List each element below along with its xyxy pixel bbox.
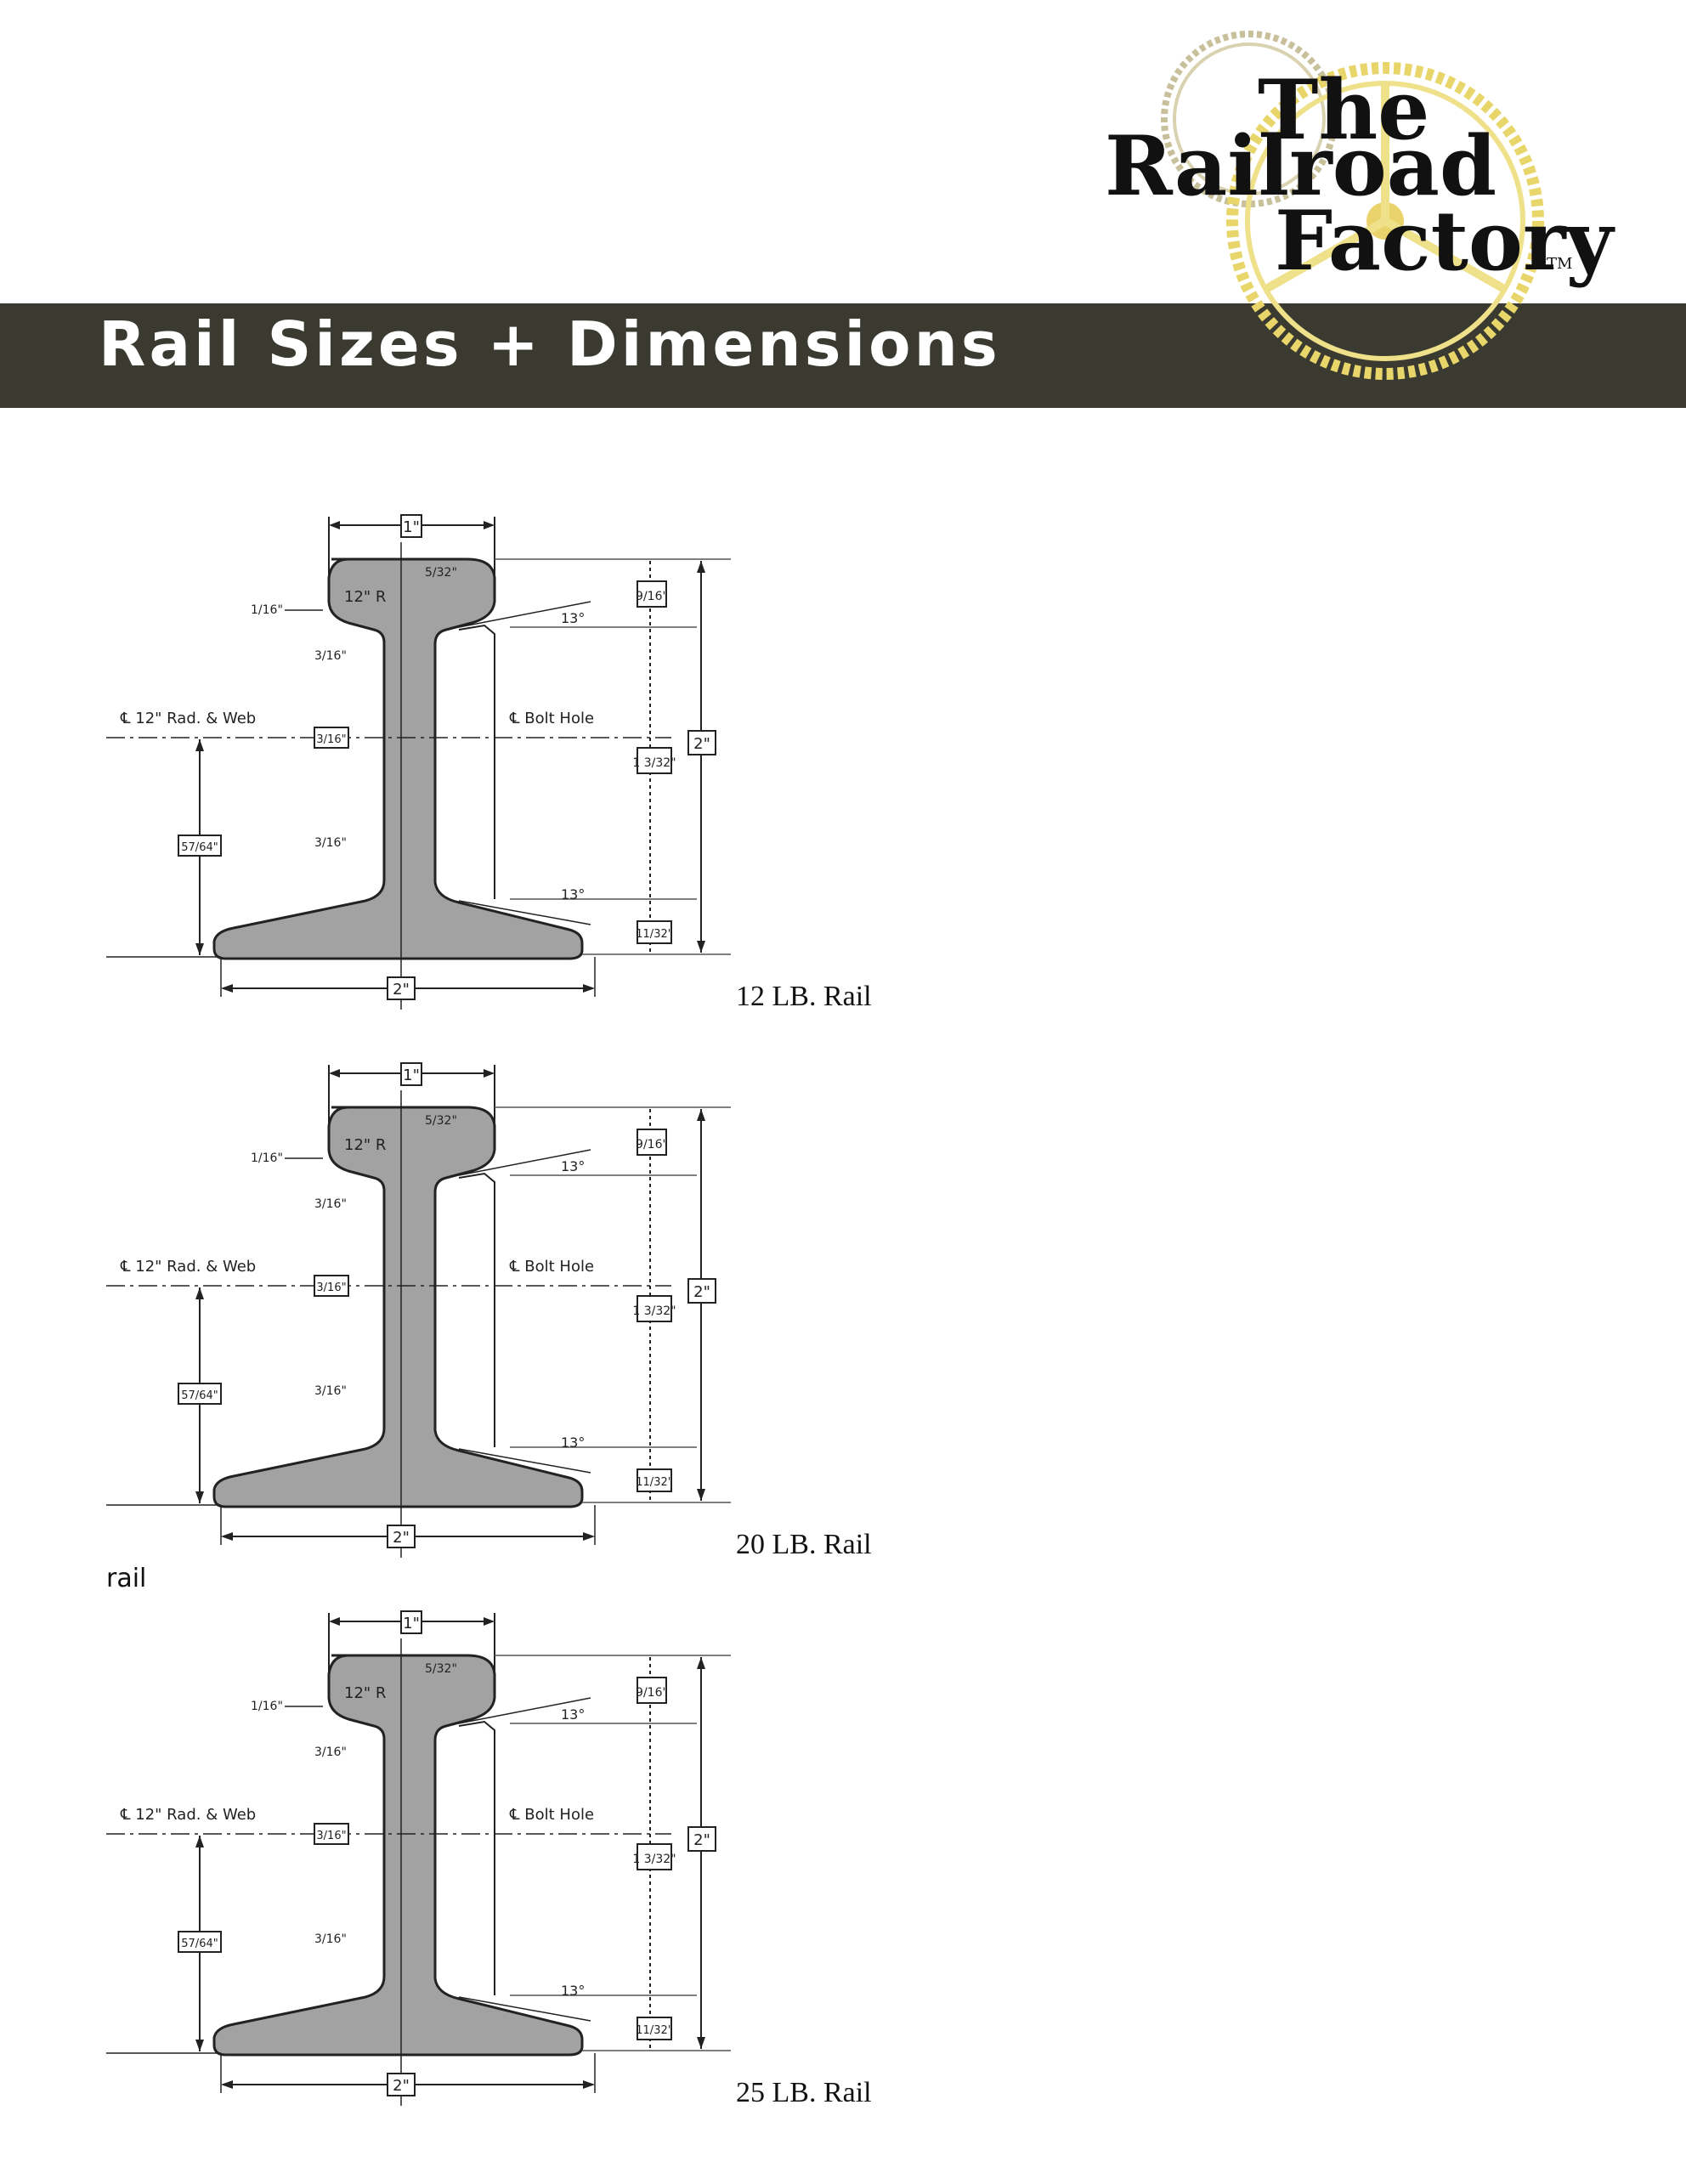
logo-text-factory: Factory <box>1275 193 1614 289</box>
rail-profile-drawing: 1" 9/16" 1 3/32" 11/32" 2" 13° 13° 12" R… <box>106 1610 731 2106</box>
label-web-height: 1 3/32" <box>632 1853 676 1866</box>
label-base-width: 2" <box>393 1529 410 1547</box>
rail-diagram-20lb: 1" 9/16" 1 3/32" 11/32" 2" 13° 13° 12" R… <box>85 1056 850 1600</box>
label-height: 2" <box>693 1283 710 1301</box>
rail-profile-drawing: 1" 9/16" 1 3/32" 11/32" 2" 13° 13° 12" R… <box>106 1062 731 1558</box>
label-head-width: 1" <box>403 1067 420 1084</box>
rail-profile-drawing: 1" 9/16" 1 3/32" 11/32" 2" 13° 13° 12" R… <box>106 514 731 1010</box>
label-angle-bottom: 13° <box>561 1434 585 1451</box>
gear-icon <box>1161 31 1544 380</box>
label-head-lip: 1/16" <box>251 1700 283 1713</box>
label-centerline-right: ℄ Bolt Hole <box>509 1806 594 1824</box>
label-centerline-left: ℄ 12" Rad. & Web <box>120 710 256 727</box>
label-centerline-left: ℄ 12" Rad. & Web <box>120 1258 256 1276</box>
label-head-width: 1" <box>403 518 420 536</box>
label-base-width: 2" <box>393 981 410 999</box>
label-web-thickness: 3/16" <box>316 1282 346 1294</box>
label-head-depth: 9/16" <box>636 1686 668 1700</box>
label-centerline-right: ℄ Bolt Hole <box>509 710 594 727</box>
label-height: 2" <box>693 735 710 753</box>
label-angle-top: 13° <box>561 1706 585 1723</box>
label-bolt-height: 57/64" <box>181 1389 218 1402</box>
label-web-height: 1 3/32" <box>632 1304 676 1318</box>
label-head-width: 1" <box>403 1615 420 1632</box>
label-web-thickness: 3/16" <box>316 1830 346 1842</box>
label-fillet-top: 3/16" <box>314 649 347 663</box>
label-base-depth: 11/32" <box>636 2024 672 2037</box>
rail-profile <box>212 557 584 960</box>
label-top-corner: 5/32" <box>425 1662 457 1676</box>
label-top-corner: 5/32" <box>425 1114 457 1128</box>
label-head-lip: 1/16" <box>251 603 283 617</box>
label-base-depth: 11/32" <box>636 1476 672 1489</box>
label-fillet-bottom: 3/16" <box>314 1384 347 1398</box>
label-head-depth: 9/16" <box>636 590 668 603</box>
label-bolt-height: 57/64" <box>181 841 218 854</box>
label-angle-top: 13° <box>561 1158 585 1174</box>
label-fillet-bottom: 3/16" <box>314 1932 347 1946</box>
label-fillet-top: 3/16" <box>314 1197 347 1211</box>
logo-trademark: TM <box>1547 255 1573 273</box>
label-web-height: 1 3/32" <box>632 756 676 770</box>
label-bolt-height: 57/64" <box>181 1938 218 1950</box>
rail-diagram-25lb: 1" 9/16" 1 3/32" 11/32" 2" 13° 13° 12" R… <box>85 1604 850 2148</box>
label-head-radius: 12" R <box>344 588 386 606</box>
label-height: 2" <box>693 1831 710 1849</box>
rail-caption-25lb: 25 LB. Rail <box>736 2077 872 2108</box>
side-label: rail <box>106 1564 147 1593</box>
rail-profile <box>212 1654 584 2057</box>
rail-caption-12lb: 12 LB. Rail <box>736 981 872 1012</box>
company-logo: The Railroad Factory TM <box>1105 25 1613 382</box>
label-base-width: 2" <box>393 2077 410 2095</box>
label-fillet-bottom: 3/16" <box>314 836 347 850</box>
label-head-depth: 9/16" <box>636 1138 668 1151</box>
label-head-lip: 1/16" <box>251 1151 283 1165</box>
rail-caption-20lb: 20 LB. Rail <box>736 1529 872 1560</box>
label-top-corner: 5/32" <box>425 566 457 580</box>
page-title: Rail Sizes + Dimensions <box>99 308 1001 380</box>
rail-diagram-12lb: 1" 9/16" 1 3/32" 11/32" 2" 13° 13° 12" R… <box>85 508 850 1052</box>
rail-profile <box>212 1106 584 1508</box>
label-centerline-left: ℄ 12" Rad. & Web <box>120 1806 256 1824</box>
logo-text-railroad: Railroad <box>1105 118 1497 214</box>
label-head-radius: 12" R <box>344 1136 386 1154</box>
label-base-depth: 11/32" <box>636 928 672 941</box>
label-head-radius: 12" R <box>344 1684 386 1702</box>
label-angle-top: 13° <box>561 610 585 626</box>
label-fillet-top: 3/16" <box>314 1746 347 1759</box>
label-angle-bottom: 13° <box>561 1983 585 1999</box>
label-centerline-right: ℄ Bolt Hole <box>509 1258 594 1276</box>
label-web-thickness: 3/16" <box>316 733 346 746</box>
logo-text-the: The <box>1258 62 1430 158</box>
label-angle-bottom: 13° <box>561 886 585 902</box>
